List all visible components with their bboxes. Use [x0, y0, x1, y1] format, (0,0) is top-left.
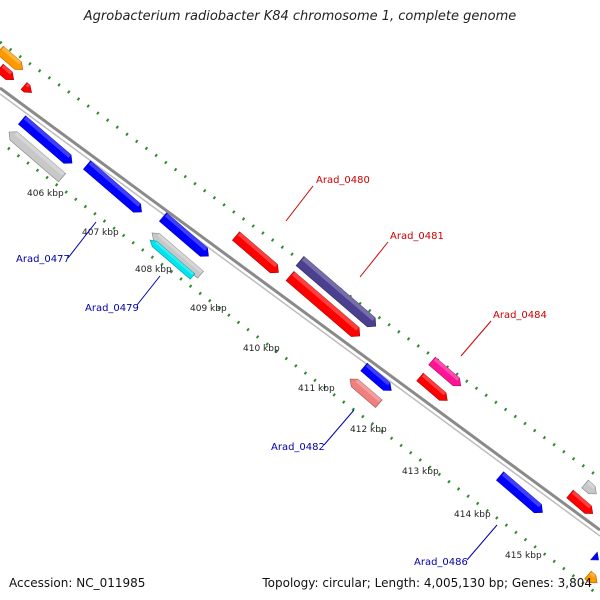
- tick-label: 413 kbp: [402, 467, 439, 477]
- callout-arad-0481[interactable]: Arad_0481: [359, 231, 444, 278]
- outer-tick-track: [0, 40, 600, 480]
- gene-feature[interactable]: [82, 160, 145, 216]
- callout-arad-0484[interactable]: Arad_0484: [460, 310, 547, 357]
- gene-feature[interactable]: [20, 82, 34, 96]
- callout-arad-0479[interactable]: Arad_0479: [85, 275, 161, 314]
- callout-arad-0480[interactable]: Arad_0480: [285, 175, 370, 222]
- callout-arad-0486[interactable]: Arad_0486: [414, 524, 498, 568]
- callout-leader-line: [136, 275, 161, 306]
- tick-label: 414 kbp: [454, 510, 491, 520]
- callout-leader-line: [359, 241, 389, 278]
- tick-label: 408 kbp: [135, 265, 172, 275]
- gene-feature[interactable]: [360, 362, 395, 394]
- callout-arad-0477[interactable]: Arad_0477: [16, 221, 97, 265]
- gene-feature[interactable]: [581, 479, 600, 497]
- callout-leader-line: [323, 409, 355, 446]
- callout-label: Arad_0477: [16, 254, 70, 265]
- callout-leader-line: [67, 221, 97, 259]
- backbone-line-inner: [0, 93, 600, 537]
- inner-tick-track: [7, 146, 600, 598]
- backbone: [0, 86, 600, 537]
- callout-leader-line: [466, 524, 498, 561]
- gene-feature[interactable]: [148, 237, 196, 280]
- topology-text: Topology: circular; Length: 4,005,130 bp…: [262, 576, 592, 590]
- backbone-line-outer: [0, 86, 600, 532]
- gene-arad-0480[interactable]: [231, 231, 282, 277]
- gene-feature[interactable]: [495, 471, 546, 517]
- accession-text: Accession: NC_011985: [9, 576, 146, 590]
- callout-label: Arad_0486: [414, 557, 468, 568]
- map-title: Agrobacterium radiobacter K84 chromosome…: [83, 9, 517, 24]
- gene-feature[interactable]: [158, 212, 212, 260]
- gene-feature[interactable]: [347, 375, 383, 408]
- callout-arad-0482[interactable]: Arad_0482: [271, 409, 355, 453]
- callout-leader-line: [460, 320, 492, 357]
- gene-feature[interactable]: [566, 489, 596, 517]
- callout-label: Arad_0484: [493, 310, 547, 321]
- callout-label: Arad_0480: [316, 175, 370, 186]
- tick-label: 410 kbp: [243, 344, 280, 354]
- tick-label: 406 kbp: [27, 189, 64, 199]
- callout-label: Arad_0479: [85, 303, 139, 314]
- gene-arad-0481[interactable]: [295, 256, 380, 330]
- callout-label: Arad_0482: [271, 442, 325, 453]
- tick-label: 411 kbp: [298, 384, 335, 394]
- gene-feature[interactable]: [584, 570, 600, 586]
- tick-label: 407 kbp: [82, 228, 119, 238]
- tick-label: 412 kbp: [350, 425, 387, 435]
- gene-feature[interactable]: [590, 551, 600, 563]
- gene-features: [0, 45, 600, 586]
- tick-labels: 406 kbp 407 kbp 408 kbp 409 kbp 410 kbp 411 k…: [27, 189, 542, 561]
- gene-feature[interactable]: [5, 128, 67, 183]
- gene-feature[interactable]: [0, 45, 26, 73]
- gene-arad-0484[interactable]: [428, 356, 464, 389]
- gene-feature[interactable]: [416, 372, 451, 404]
- callout-leader-line: [285, 185, 314, 222]
- tick-label: 415 kbp: [505, 551, 542, 561]
- gene-feature[interactable]: [0, 63, 17, 83]
- gene-feature[interactable]: [17, 115, 75, 167]
- callout-label: Arad_0481: [390, 231, 444, 242]
- tick-label: 409 kbp: [190, 304, 227, 314]
- gene-feature[interactable]: [285, 271, 364, 340]
